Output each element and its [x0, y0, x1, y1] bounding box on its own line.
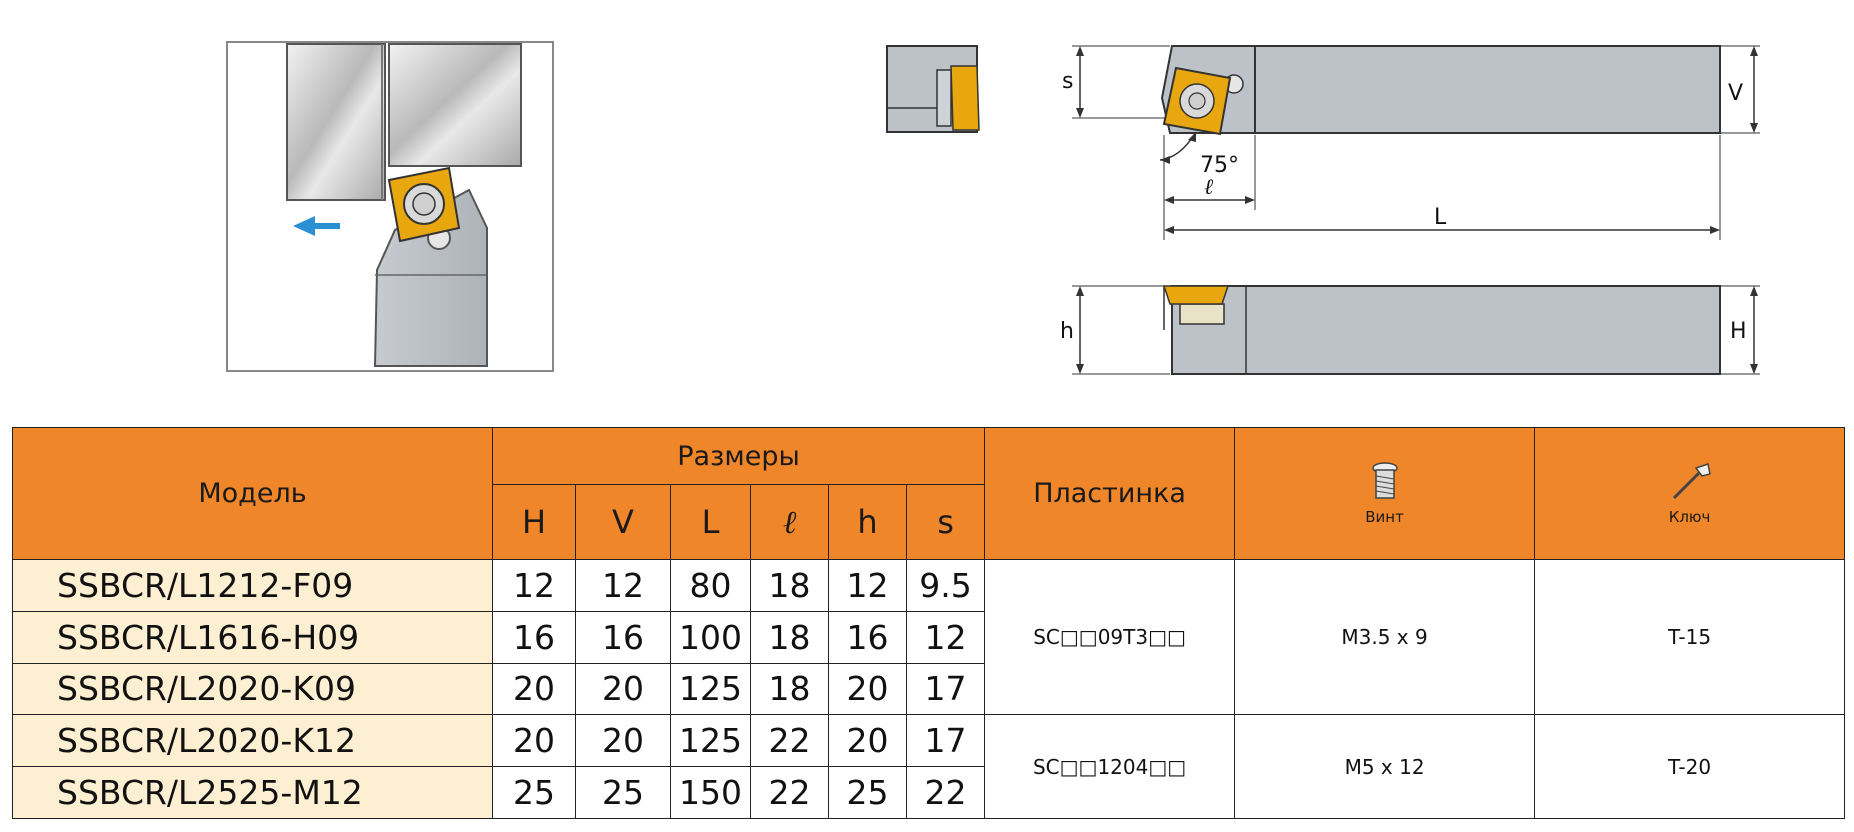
col-L: L	[670, 484, 751, 560]
cell-L: 125	[670, 662, 751, 716]
machining-illustration	[226, 41, 554, 372]
dim-H-label: H	[1730, 319, 1747, 344]
top-view-drawing: s V 75° ℓ L	[1062, 45, 1760, 240]
cell-h: 25	[828, 766, 907, 819]
dim-h-label: h	[1060, 319, 1074, 344]
cell-V: 25	[575, 766, 671, 819]
header-key: Ключ	[1534, 427, 1846, 560]
cell-V: 20	[575, 714, 671, 768]
cell-s: 17	[905, 662, 986, 716]
cell-L: 150	[670, 766, 751, 819]
model-cell: SSBCR/L2020-K12	[12, 714, 493, 768]
insert-side	[1162, 285, 1230, 305]
cell-s: 17	[905, 714, 986, 768]
cell-H: 20	[492, 714, 576, 768]
cell-H: 25	[492, 766, 576, 819]
workpiece	[286, 43, 522, 201]
col-V: V	[575, 484, 671, 560]
dim-l-label: ℓ	[1204, 175, 1214, 200]
col-l: ℓ	[750, 484, 829, 560]
col-s: s	[905, 484, 986, 560]
cell-H: 12	[492, 559, 576, 612]
cell-s: 22	[905, 766, 986, 819]
cell-l: 22	[750, 714, 829, 768]
angle-label: 75°	[1200, 153, 1239, 178]
model-cell: SSBCR/L2525-M12	[12, 766, 493, 819]
cell-l: 18	[750, 559, 829, 612]
header-model: Модель	[12, 427, 493, 560]
model-cell: SSBCR/L2020-K09	[12, 662, 493, 716]
cell-h: 20	[828, 662, 907, 716]
col-H: H	[492, 484, 576, 560]
header-insert: Пластинка	[984, 427, 1236, 560]
insert-cell: SC□□09T3□□	[984, 558, 1236, 716]
cell-V: 20	[575, 662, 671, 716]
table-row: SSBCR/L2525-M12 25 25 150 22 25 22	[12, 766, 1845, 819]
header-dimensions: Размеры	[491, 427, 986, 485]
model-cell: SSBCR/L1616-H09	[12, 610, 493, 664]
dim-V-label: V	[1728, 81, 1743, 106]
feed-arrow-icon	[293, 216, 340, 236]
header-key-label: Ключ	[1668, 507, 1711, 526]
screw-cell: M3.5 x 9	[1234, 558, 1536, 716]
header-screw-label: Винт	[1365, 507, 1404, 526]
insert	[387, 166, 461, 243]
cell-h: 12	[828, 559, 907, 612]
cell-l: 18	[750, 610, 829, 664]
cell-h: 16	[828, 610, 907, 664]
screw-cell: M5 x 12	[1234, 714, 1536, 819]
table-row: SSBCR/L1212-F09 12 12 80 18 12 9.5 SC□□0…	[12, 558, 1846, 716]
cell-h: 20	[828, 714, 907, 768]
cell-H: 16	[492, 610, 576, 664]
cell-L: 100	[670, 610, 751, 664]
key-cell: T-15	[1534, 558, 1846, 716]
key-icon	[1672, 462, 1711, 499]
side-view-drawing: h H	[1060, 285, 1760, 375]
cell-V: 12	[575, 559, 671, 612]
cell-L: 125	[670, 714, 751, 768]
table-row: SSBCR/L2020-K12 20 20 125 22 20 17 SC□□1…	[12, 714, 1846, 819]
cell-s: 9.5	[905, 559, 986, 612]
dim-s-label: s	[1062, 69, 1073, 94]
model-cell: SSBCR/L1212-F09	[12, 559, 493, 612]
end-view-drawing	[886, 45, 980, 133]
dim-L-label: L	[1434, 205, 1447, 230]
spec-table: Модель Размеры Пластинка Винт Ключ	[12, 427, 1846, 819]
header-screw: Винт	[1234, 427, 1536, 560]
key-cell: T-20	[1534, 714, 1846, 819]
cell-l: 18	[750, 662, 829, 716]
cell-s: 12	[905, 610, 986, 664]
cell-H: 20	[492, 662, 576, 716]
insert-cell: SC□□1204□□	[984, 714, 1236, 819]
cell-L: 80	[670, 559, 751, 612]
cell-V: 16	[575, 610, 671, 664]
screw-icon	[1371, 461, 1398, 499]
col-h: h	[828, 484, 907, 560]
cell-l: 22	[750, 766, 829, 819]
